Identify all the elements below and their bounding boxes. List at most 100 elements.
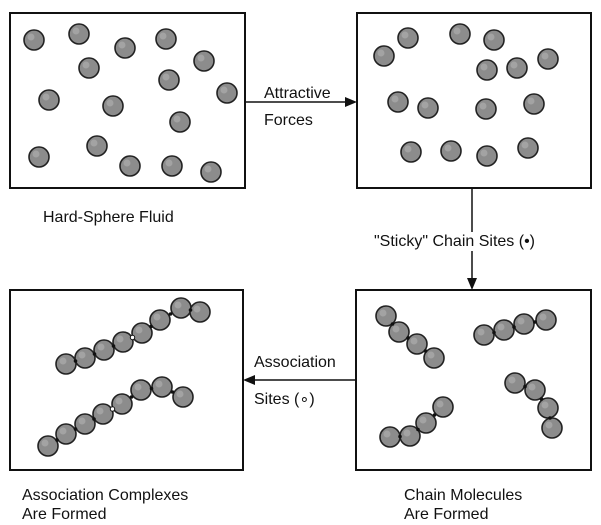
attractive-particle bbox=[523, 93, 545, 115]
hard-sphere-particle bbox=[38, 89, 60, 111]
hard-sphere-caption: Hard-Sphere Fluid bbox=[43, 209, 174, 226]
association-chain-particle bbox=[131, 322, 153, 344]
association-chain-particle bbox=[151, 376, 173, 398]
chain-particle bbox=[513, 313, 535, 335]
chain-site-dot bbox=[129, 395, 134, 399]
spheres-layer bbox=[23, 23, 563, 457]
chain-site-dot bbox=[432, 413, 437, 417]
association-chain-particle bbox=[111, 393, 133, 415]
hard-sphere-particle bbox=[68, 23, 90, 45]
attractive-forces-arrow bbox=[245, 97, 357, 107]
association-chain-particle bbox=[189, 301, 211, 323]
association-chain-particle bbox=[112, 331, 134, 353]
attractive-particle bbox=[475, 98, 497, 120]
hard-sphere-particle bbox=[161, 155, 183, 177]
attractive-panel bbox=[356, 12, 592, 189]
chain-site-dot bbox=[73, 359, 78, 363]
hard-sphere-particle bbox=[119, 155, 141, 177]
chain-site-dot bbox=[423, 349, 428, 353]
attractive-particle bbox=[373, 45, 395, 67]
attractive-particle bbox=[417, 97, 439, 119]
chain-site-dot bbox=[533, 320, 537, 324]
hard-sphere-particle bbox=[78, 57, 100, 79]
chain-particle bbox=[541, 417, 563, 439]
chain-particle bbox=[406, 333, 428, 355]
chain-site-dot bbox=[416, 427, 420, 432]
association-site-dot bbox=[109, 406, 116, 412]
association-chain-particle bbox=[74, 347, 96, 369]
chain-site-dot bbox=[73, 427, 78, 431]
chain-site-dot bbox=[523, 384, 527, 389]
chain-site-dot bbox=[149, 324, 153, 329]
hard-sphere-particle bbox=[158, 69, 180, 91]
chain-site-dot bbox=[188, 308, 193, 312]
association-chain-particle bbox=[93, 339, 115, 361]
association-caption-line1: Association Complexes bbox=[22, 487, 189, 504]
chain-caption-line2: Are Formed bbox=[404, 506, 489, 523]
chain-site-dot bbox=[168, 312, 173, 316]
attractive-particle bbox=[449, 23, 471, 45]
association-chain-particle bbox=[92, 403, 114, 425]
association-chain-particle bbox=[130, 379, 152, 401]
association-chain-particle bbox=[37, 435, 59, 457]
chain-particle bbox=[537, 397, 559, 419]
attractive-particle bbox=[440, 140, 462, 162]
hard-sphere-particle bbox=[28, 146, 50, 168]
chain-particle bbox=[473, 324, 495, 346]
association-site-dot bbox=[129, 334, 136, 341]
attractive-particle bbox=[537, 48, 559, 70]
chain-site-dot bbox=[149, 386, 154, 391]
hard-sphere-panel bbox=[9, 12, 246, 189]
chain-site-dot bbox=[55, 438, 59, 442]
hard-sphere-particle bbox=[193, 50, 215, 72]
chain-caption-line1: Chain Molecules bbox=[404, 487, 523, 504]
association-chain-particle bbox=[170, 297, 192, 319]
chain-site-dot bbox=[92, 417, 96, 421]
hard-sphere-particle bbox=[200, 161, 222, 183]
hard-sphere-particle bbox=[216, 82, 238, 104]
association-chain-particle bbox=[172, 386, 194, 408]
attractive-particle bbox=[506, 57, 528, 79]
chain-particle bbox=[493, 319, 515, 341]
chain-site-dot bbox=[170, 390, 175, 394]
attractive-particle bbox=[387, 91, 409, 113]
chain-particle bbox=[504, 372, 526, 394]
attractive-forces-label-line1: Attractive bbox=[264, 85, 331, 102]
hard-sphere-particle bbox=[155, 28, 177, 50]
association-chain-particle bbox=[149, 309, 171, 331]
chain-particle bbox=[415, 412, 437, 434]
chain-site-dot bbox=[111, 344, 116, 348]
chain-site-dot bbox=[398, 434, 402, 439]
attractive-particle bbox=[400, 141, 422, 163]
bonds-layer bbox=[55, 308, 552, 442]
association-sites-arrow bbox=[243, 375, 356, 385]
chain-particle bbox=[535, 309, 557, 331]
chain-site-dot bbox=[539, 397, 544, 401]
association-sites-label-line2: Sites (∘) bbox=[254, 391, 315, 408]
attractive-particle bbox=[476, 145, 498, 167]
association-sites-label-line1: Association bbox=[254, 354, 336, 371]
sticky-sites-label: "Sticky" Chain Sites (•) bbox=[372, 232, 537, 251]
chain-particle bbox=[379, 426, 401, 448]
hard-sphere-particle bbox=[102, 95, 124, 117]
hard-sphere-particle bbox=[114, 37, 136, 59]
chain-site-dot bbox=[92, 352, 97, 356]
hard-sphere-particle bbox=[86, 135, 108, 157]
attractive-particle bbox=[476, 59, 498, 81]
association-chain-particle bbox=[55, 353, 77, 375]
chain-particle bbox=[388, 321, 410, 343]
attractive-particle bbox=[517, 137, 539, 159]
hard-sphere-particle bbox=[169, 111, 191, 133]
association-chain-particle bbox=[55, 423, 77, 445]
attractive-particle bbox=[483, 29, 505, 51]
chain-site-dot bbox=[548, 416, 552, 420]
hard-sphere-particle bbox=[23, 29, 45, 51]
chain-site-dot bbox=[390, 322, 395, 326]
chain-site-dot bbox=[492, 330, 496, 335]
chain-particle bbox=[524, 379, 546, 401]
chain-particle bbox=[423, 347, 445, 369]
chain-particle bbox=[432, 396, 454, 418]
attractive-forces-label-line2: Forces bbox=[264, 112, 313, 129]
chain-particle bbox=[375, 305, 397, 327]
